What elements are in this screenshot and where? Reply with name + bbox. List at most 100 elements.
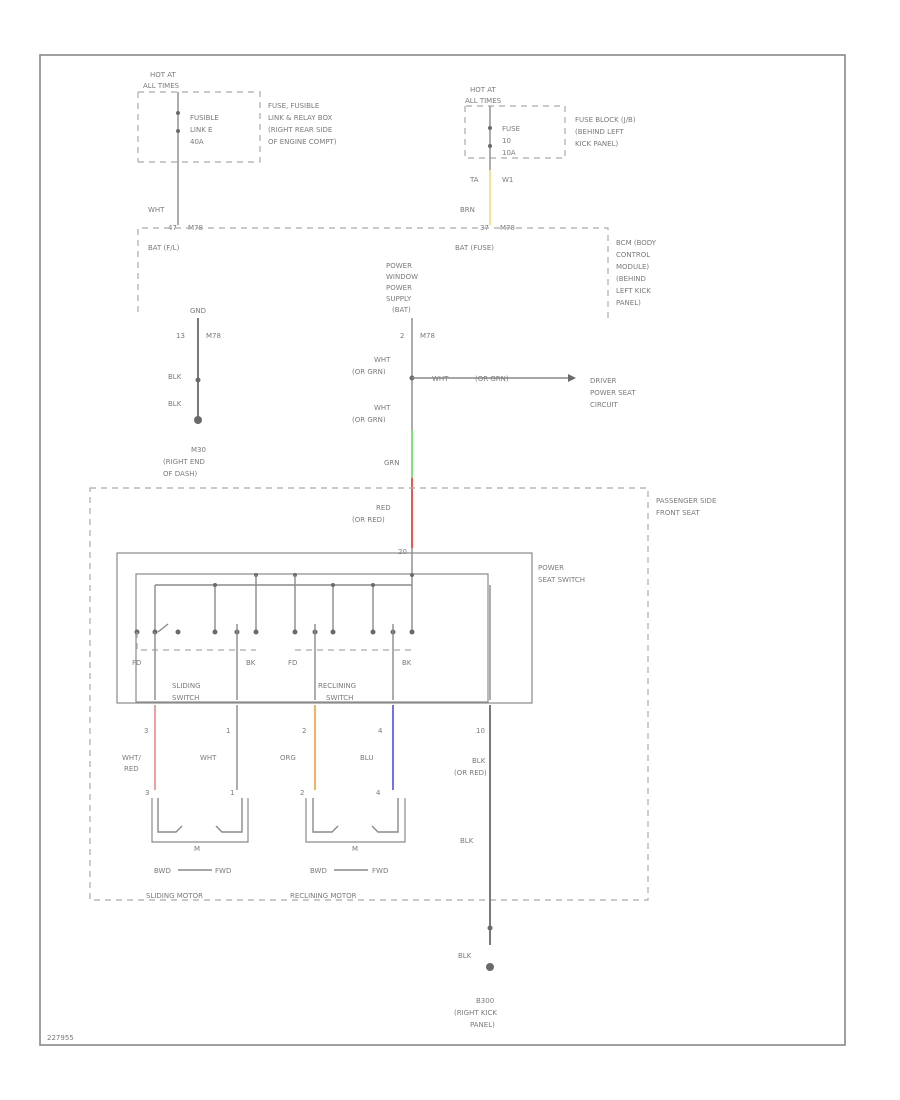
ground-left-group: GND 13 M78 BLK BLK M30 (RIGHT END OF DAS… xyxy=(163,307,221,478)
fusible-line2: LINK E xyxy=(190,126,212,134)
bcm-dash xyxy=(137,227,609,318)
bcm-pw3: POWER xyxy=(386,284,412,292)
wire-red: RED xyxy=(376,504,391,512)
fuse-block-dash xyxy=(464,105,566,159)
gnd-left-node xyxy=(195,377,201,383)
wire-pin3: WHT/ xyxy=(122,754,141,762)
seat-group: PASSENGER SIDE FRONT SEAT xyxy=(89,487,716,901)
footer-code: 227955 xyxy=(47,1034,74,1042)
gnd-code: M78 xyxy=(206,332,221,340)
fuse-line1: FUSE xyxy=(502,125,520,133)
gnd-left-code: M30 xyxy=(191,446,206,454)
fusible-line3: 40A xyxy=(190,138,204,146)
ground-right-group: BLK B300 (RIGHT KICK PANEL) xyxy=(454,925,497,1029)
wire-grn: GRN xyxy=(384,459,400,467)
fuse-box-line3: (RIGHT REAR SIDE xyxy=(268,126,332,134)
switch-pin: 20 xyxy=(398,548,407,556)
power-seat-switch: POWER SEAT SWITCH xyxy=(116,548,585,704)
bus-node-4 xyxy=(213,583,217,587)
hot-right-line2: ALL TIMES xyxy=(465,97,502,105)
hot-left-line1: HOT AT xyxy=(150,71,177,79)
gnd-top-label: GND xyxy=(190,307,206,315)
reclining-motor: 2 4 M BWD FWD RECLINING MOTOR xyxy=(290,789,406,900)
wire-blk-bottom: BLK xyxy=(458,952,472,960)
contact-6 xyxy=(253,629,259,635)
motor2-left-lead xyxy=(312,798,339,833)
switch-bk1: BK xyxy=(246,659,256,667)
gnd-pin: 13 xyxy=(176,332,185,340)
driver-line3: CIRCUIT xyxy=(590,401,619,409)
bus-node-6 xyxy=(371,583,375,587)
contact-7 xyxy=(292,629,298,635)
motor1-bwd: BWD xyxy=(154,867,171,875)
wire-orgrn-branch: (OR GRN) xyxy=(475,375,509,383)
fuse-box-dash xyxy=(138,91,261,162)
wire-wht-top: WHT xyxy=(148,206,165,214)
contact-10 xyxy=(370,629,376,635)
power-supply-group: 2 M78 WHT (OR GRN) WHT (OR GRN) WHT (OR … xyxy=(352,318,636,556)
pwr-code: M78 xyxy=(420,332,435,340)
switch-bk2: BK xyxy=(402,659,412,667)
wire-pin2: ORG xyxy=(280,754,296,762)
gnd-right-node xyxy=(487,925,493,931)
motor1-bracket xyxy=(151,798,249,843)
hot-right-line1: HOT AT xyxy=(470,86,497,94)
sliding-motor: 3 1 M BWD FWD SLIDING MOTOR xyxy=(145,789,249,900)
conn-m1-pin: 47 xyxy=(168,224,177,232)
motor2-m: M xyxy=(352,845,358,853)
fuse-block-line1: FUSE BLOCK (J/B) xyxy=(575,116,636,124)
bcm-label2: CONTROL xyxy=(616,251,650,259)
bcm-bat-fuse: BAT (FUSE) xyxy=(455,244,494,252)
bcm-label5: LEFT KICK xyxy=(616,287,651,295)
gnd-left-symbol xyxy=(194,416,202,424)
pin-3: 3 xyxy=(144,727,148,735)
fusible-node-top xyxy=(176,111,180,115)
switch-sliding: SLIDING xyxy=(172,682,201,690)
motor2-bracket xyxy=(305,798,406,843)
switch-reclining: RECLINING xyxy=(318,682,356,690)
wire-orgrn-1: (OR GRN) xyxy=(352,368,386,376)
contact-12 xyxy=(409,629,415,635)
switch-inner-box xyxy=(135,573,489,703)
pin-4: 4 xyxy=(378,727,383,735)
contact-9 xyxy=(330,629,336,635)
motor-wires: 3 1 2 4 10 WHT/ RED WHT ORG BLU BLK (OR … xyxy=(122,705,491,945)
conn-m1-code: M78 xyxy=(188,224,203,232)
bcm-pw5: (BAT) xyxy=(392,306,411,314)
wire-wht-branch: WHT xyxy=(432,375,449,383)
gnd-right-code: B300 xyxy=(476,997,494,1005)
driver-line2: POWER SEAT xyxy=(590,389,636,397)
wire-orgrn-2: (OR GRN) xyxy=(352,416,386,424)
wire-brn-top: BRN xyxy=(460,206,475,214)
fuse-box-line1: FUSE, FUSIBLE xyxy=(268,102,319,110)
pin-1: 1 xyxy=(226,727,230,735)
motor1-left-lead xyxy=(157,798,183,833)
wire-blk-right: BLK xyxy=(472,757,486,765)
motor1-pin3: 3 xyxy=(145,789,149,797)
motor1-label: SLIDING MOTOR xyxy=(146,892,203,900)
bcm-label4: (BEHIND xyxy=(616,275,646,283)
switch-sliding2: SWITCH xyxy=(172,694,199,702)
seat-dash-box xyxy=(89,487,649,901)
motor2-label: RECLINING MOTOR xyxy=(290,892,357,900)
fuse-node-bottom xyxy=(488,144,492,148)
fuse-line2: 10 xyxy=(502,137,511,145)
bcm-label1: BCM (BODY xyxy=(616,239,657,247)
wire-pin4: BLU xyxy=(360,754,373,762)
switch-fd1: FD xyxy=(132,659,141,667)
wire-pin3b: RED xyxy=(124,765,139,773)
gnd-right-line1: (RIGHT KICK xyxy=(454,1009,497,1017)
blade-1 xyxy=(157,623,169,633)
motor1-fwd: FWD xyxy=(215,867,231,875)
fuse-block-group: HOT AT ALL TIMES FUSE 10 10A FUSE BLOCK … xyxy=(460,86,636,232)
switch-line2: SEAT SWITCH xyxy=(538,576,585,584)
pwr-pin: 2 xyxy=(400,332,404,340)
hot-left-line2: ALL TIMES xyxy=(143,82,180,90)
fuse-block-line3: KICK PANEL) xyxy=(575,140,618,148)
fuse-block-line2: (BEHIND LEFT xyxy=(575,128,624,136)
motor2-bwd: BWD xyxy=(310,867,327,875)
contact-3 xyxy=(175,629,181,635)
wire-or-red: (OR RED) xyxy=(352,516,385,524)
switch-fd2: FD xyxy=(288,659,297,667)
